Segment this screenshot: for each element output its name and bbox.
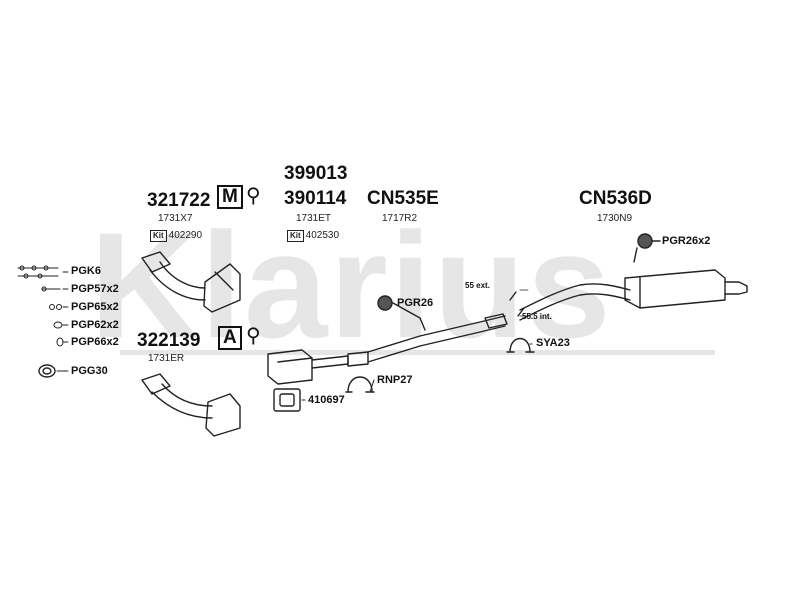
dimension-int: 55.5 int. [522,312,552,321]
rear-box-code: 1730N9 [597,213,633,224]
front-pipe-1-code: 1731X7 [158,213,193,224]
pgp66-icon [56,337,64,347]
pgp62-icon [53,321,63,329]
ring-pgg30-drawing [38,364,56,378]
pgg30-label: PGG30 [71,365,108,377]
cat-number-a: 399013 [284,163,348,184]
pgp66-label: PGP66x2 [71,336,119,348]
watermark-underline [120,350,715,355]
wrench-icon-2: ⚲ [246,325,261,347]
pgp57-icon [41,286,61,292]
m-symbol: M [217,185,243,209]
front-pipe-2-number: 322139 [137,330,201,351]
front-pipe-2-drawing [141,373,241,437]
front-pipe-1-kit-number: 402290 [168,230,203,241]
front-pipe-2-code: 1731ER [148,353,185,364]
mid-box-number: CN535E [367,188,439,209]
mount-pgr26x2-drawing [637,233,653,249]
kit-label: Kit [150,230,167,242]
gasket-410697-label: 410697 [308,394,345,406]
pgp57-label: PGP57x2 [71,283,119,295]
clamp-sya23-drawing [506,337,535,353]
mid-pipe-drawing [367,291,525,363]
cat-number-b: 390114 [284,188,347,209]
front-pipe-1-number: 321722 [147,190,211,211]
gasket-410697-drawing [273,388,301,412]
klarius-watermark: Klarius [90,201,613,369]
wrench-icon-1: ⚲ [246,185,261,207]
a-symbol: A [218,326,242,350]
mid-box-code: 1717R2 [382,213,418,224]
rear-pipe-drawing [519,269,748,321]
catalyst-drawing [267,349,369,385]
cat-code: 1731ET [296,213,332,224]
pgp65-label: PGP65x2 [71,301,119,313]
sya23-label: SYA23 [536,337,570,349]
dimension-ext: 55 ext. [465,281,490,290]
clamp-rnp27-drawing [345,376,375,393]
pgr26-label: PGR26 [397,297,434,309]
pgr26x2-label: PGR26x2 [662,235,711,247]
pgk6-label: PGK6 [71,265,101,277]
cat-kit-number: 402530 [305,230,340,241]
pgp62-label: PGP62x2 [71,319,119,331]
rnp27-label: RNP27 [377,374,413,386]
mount-pgr26-drawing [377,295,393,311]
pgp65-icon [49,304,62,310]
rear-box-number: CN536D [579,188,652,209]
kit-label: Kit [287,230,304,242]
pgk6-icon [17,265,59,279]
front-pipe-1-drawing [141,251,241,313]
